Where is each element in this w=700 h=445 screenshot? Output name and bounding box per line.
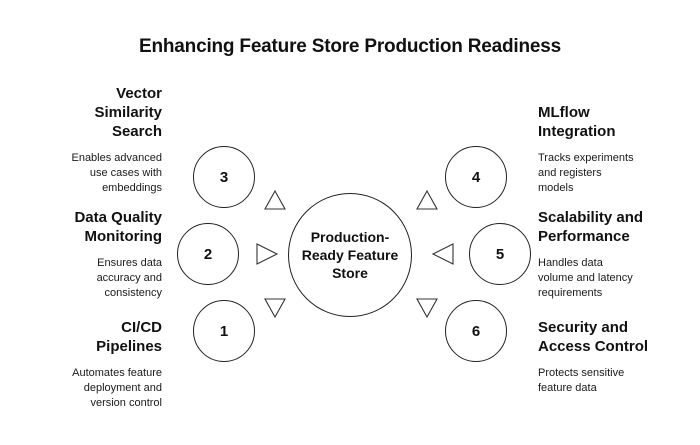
center-label: Production- Ready Feature Store	[302, 228, 398, 282]
triangle-right-arrow-icon	[256, 243, 279, 265]
desc-line: Ensures data	[97, 257, 162, 269]
desc-line: Protects sensitive	[538, 367, 625, 379]
item-vector-similarity-search: Vector Similarity Search Enables advance…	[2, 84, 162, 196]
item-title: Security and Access Control	[538, 318, 698, 356]
step-circle-3: 3	[193, 146, 255, 208]
diagram-title: Enhancing Feature Store Production Readi…	[139, 36, 561, 57]
desc-line: and registers	[538, 167, 602, 179]
desc-line: consistency	[104, 287, 162, 299]
item-title: CI/CD Pipelines	[2, 318, 162, 356]
title-line: Integration	[538, 123, 616, 140]
title-line: Vector	[116, 85, 162, 102]
item-cicd-pipelines: CI/CD Pipelines Automates feature deploy…	[2, 318, 162, 411]
title-line: Access Control	[538, 338, 649, 355]
step-circle-5: 5	[469, 223, 531, 285]
center-label-line: Store	[332, 265, 368, 281]
desc-line: deployment and	[83, 382, 162, 394]
title-line: Monitoring	[84, 228, 162, 245]
item-title: Scalability and Performance	[538, 208, 698, 246]
item-scalability-and-performance: Scalability and Performance Handles data…	[538, 208, 698, 301]
item-description: Protects sensitive feature data	[538, 366, 698, 396]
desc-line: version control	[90, 397, 162, 409]
title-line: Performance	[538, 228, 630, 245]
center-label-line: Production-	[310, 229, 390, 245]
title-line: MLflow	[538, 104, 590, 121]
title-line: CI/CD	[121, 319, 162, 336]
desc-line: Automates feature	[72, 367, 162, 379]
item-security-and-access-control: Security and Access Control Protects sen…	[538, 318, 698, 396]
title-line: Data Quality	[74, 209, 162, 226]
item-description: Ensures data accuracy and consistency	[2, 256, 162, 301]
item-title: MLflow Integration	[538, 103, 698, 141]
desc-line: Tracks experiments	[538, 152, 634, 164]
step-circle-2: 2	[177, 223, 239, 285]
center-label-line: Ready Feature	[301, 247, 399, 263]
title-line: Similarity	[94, 104, 162, 121]
desc-line: Enables advanced	[71, 152, 162, 164]
desc-line: Handles data	[538, 257, 603, 269]
triangle-left-arrow-icon	[431, 243, 454, 265]
item-data-quality-monitoring: Data Quality Monitoring Ensures data acc…	[2, 208, 162, 301]
desc-line: embeddings	[102, 182, 162, 194]
desc-line: volume and latency	[538, 272, 633, 284]
item-mlflow-integration: MLflow Integration Tracks experiments an…	[538, 103, 698, 196]
title-line: Security and	[538, 319, 629, 336]
center-hub-circle: Production- Ready Feature Store	[288, 193, 412, 317]
step-circle-4: 4	[445, 146, 507, 208]
step-circle-1: 1	[193, 300, 255, 362]
title-line: Scalability and	[538, 209, 644, 226]
title-line: Search	[111, 123, 162, 140]
desc-line: requirements	[538, 287, 603, 299]
title-line: Pipelines	[96, 338, 162, 355]
item-description: Enables advanced use cases with embeddin…	[2, 151, 162, 196]
item-description: Handles data volume and latency requirem…	[538, 256, 698, 301]
triangle-down-arrow-icon	[416, 298, 438, 319]
triangle-up-arrow-icon	[264, 189, 286, 210]
item-title: Vector Similarity Search	[2, 84, 162, 141]
item-description: Automates feature deployment and version…	[2, 366, 162, 411]
step-circle-6: 6	[445, 300, 507, 362]
desc-line: feature data	[538, 382, 597, 394]
item-description: Tracks experiments and registers models	[538, 151, 698, 196]
triangle-up-arrow-icon	[416, 189, 438, 210]
triangle-down-arrow-icon	[264, 298, 286, 319]
item-title: Data Quality Monitoring	[2, 208, 162, 246]
desc-line: accuracy and	[96, 272, 162, 284]
desc-line: use cases with	[89, 167, 162, 179]
desc-line: models	[538, 182, 574, 194]
